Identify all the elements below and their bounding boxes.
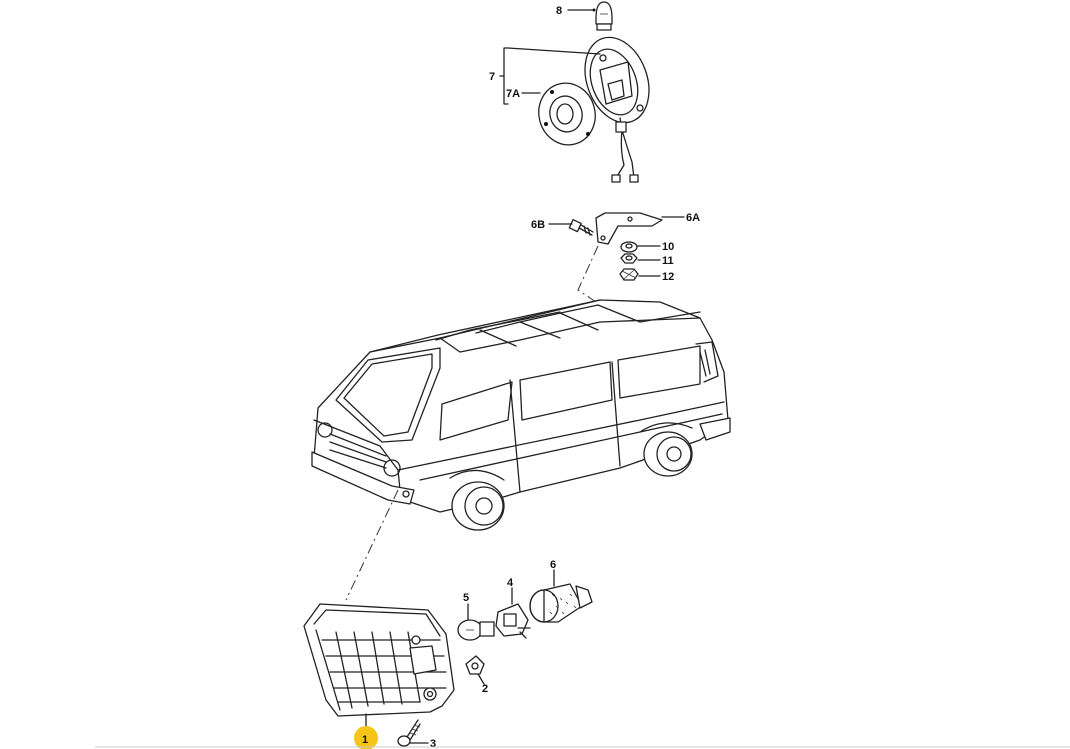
label-12: 12 <box>662 271 674 283</box>
part-12-lock-nut[interactable] <box>619 268 639 281</box>
front-connection-line <box>345 489 399 601</box>
label-11: 11 <box>662 255 674 267</box>
part-7a-lamp-base[interactable] <box>532 77 602 151</box>
label-4: 4 <box>507 577 514 589</box>
part-6b-screw[interactable] <box>568 219 594 236</box>
part-11-nut[interactable] <box>620 253 638 264</box>
part-10-washer[interactable] <box>620 241 638 253</box>
part-6a-bracket[interactable] <box>595 212 663 245</box>
label-6b: 6B <box>531 219 545 231</box>
van-illustration <box>311 299 731 531</box>
label-7: 7 <box>489 71 495 83</box>
part-6-socket[interactable] <box>529 583 593 623</box>
part-8-bulb[interactable] <box>595 1 613 31</box>
label-10: 10 <box>662 241 674 253</box>
label-5: 5 <box>463 592 469 604</box>
label-1-highlight <box>354 726 378 749</box>
roof-connection-line <box>577 245 599 303</box>
label-7a: 7A <box>506 88 520 100</box>
part-1-lens-housing[interactable] <box>303 603 455 717</box>
label-3: 3 <box>430 738 436 749</box>
part-2-clip[interactable] <box>465 655 485 675</box>
label-8: 8 <box>556 5 562 17</box>
label-2: 2 <box>482 683 488 695</box>
part-5-bulb[interactable] <box>457 619 495 641</box>
label-1: 1 <box>362 734 368 746</box>
part-3-screw[interactable] <box>397 719 421 747</box>
part-4-bulb-holder[interactable] <box>495 603 531 639</box>
part-7-lamp-housing[interactable] <box>574 28 660 183</box>
label-6a: 6A <box>686 212 700 224</box>
label-6: 6 <box>550 559 556 571</box>
